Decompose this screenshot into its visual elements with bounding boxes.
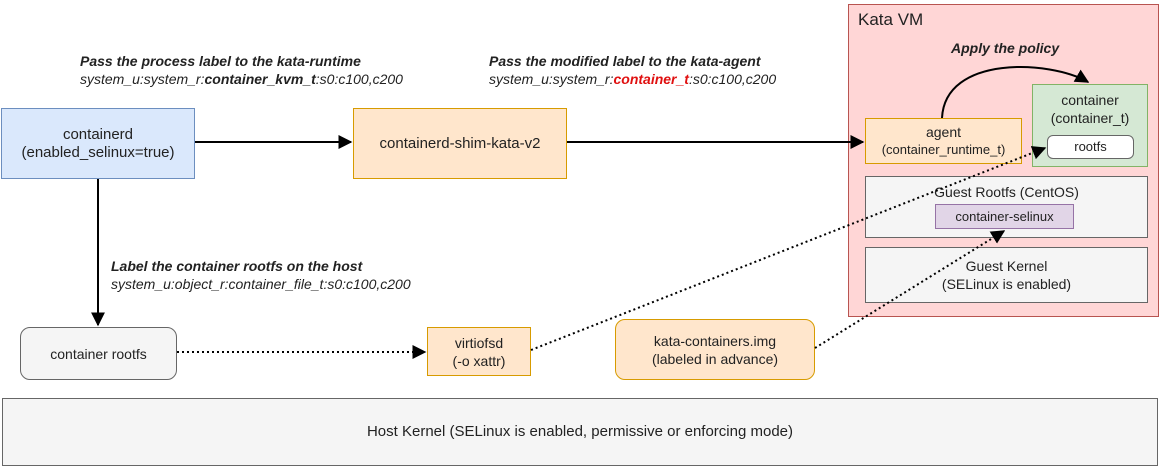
agent-annotation-heading: Pass the modified label to the kata-agen… — [489, 53, 761, 69]
guest-kernel-status: (SELinux is enabled) — [941, 276, 1072, 292]
virtiofsd-label: virtiofsd — [454, 334, 504, 351]
kata-img-node: kata-containers.img (labeled in advance) — [615, 319, 815, 380]
agent-annotation-context: system_u:system_r:container_t:s0:c100,c2… — [489, 70, 776, 88]
guest-kernel-label: Guest Kernel — [965, 258, 1048, 274]
guest-rootfs-label: Guest Rootfs (CentOS) — [934, 184, 1079, 200]
virtiofsd-node: virtiofsd (-o xattr) — [427, 327, 531, 376]
containerd-node: containerd (enabled_selinux=true) — [1, 108, 195, 179]
container-rootfs-label: container rootfs — [50, 345, 147, 362]
guest-rootfs-chip-label: rootfs — [1074, 139, 1107, 154]
containerd-option: (enabled_selinux=true) — [21, 143, 175, 161]
host-rootfs-annotation-context: system_u:object_r:container_file_t:s0:c1… — [111, 276, 411, 292]
container-rootfs-node: container rootfs — [20, 327, 177, 380]
kata-img-note: (labeled in advance) — [651, 350, 779, 367]
container-selinux-label: container-selinux — [955, 208, 1054, 224]
container-selinux-package: container-selinux — [935, 204, 1074, 229]
agent-context-suffix: :s0:c100,c200 — [688, 71, 777, 87]
shim-node: containerd-shim-kata-v2 — [353, 108, 567, 179]
host-kernel: Host Kernel (SELinux is enabled, permiss… — [2, 398, 1158, 466]
apply-policy-label: Apply the policy — [951, 40, 1060, 56]
agent-context: (container_runtime_t) — [881, 142, 1006, 157]
guest-kernel-node: Guest Kernel (SELinux is enabled) — [865, 247, 1148, 303]
runtime-annotation-context: system_u:system_r:container_kvm_t:s0:c10… — [80, 70, 403, 88]
agent-node: agent (container_runtime_t) — [865, 118, 1022, 164]
kata-vm-title: Kata VM — [858, 10, 924, 29]
runtime-context-prefix: system_u:system_r: — [80, 71, 205, 87]
shim-label: containerd-shim-kata-v2 — [379, 134, 541, 152]
agent-label-annotation: Pass the modified label to the kata-agen… — [489, 52, 776, 88]
host-rootfs-annotation-heading: Label the container rootfs on the host — [111, 258, 363, 274]
agent-label: agent — [925, 124, 962, 140]
runtime-annotation-heading: Pass the process label to the kata-runti… — [80, 53, 361, 69]
containerd-label: containerd — [62, 125, 134, 143]
host-kernel-label: Host Kernel (SELinux is enabled, permiss… — [366, 423, 794, 440]
agent-context-prefix: system_u:system_r: — [489, 71, 614, 87]
guest-container-label: container — [1061, 92, 1119, 108]
host-rootfs-annotation: Label the container rootfs on the host s… — [111, 257, 411, 293]
agent-context-type: container_t — [613, 71, 689, 87]
kata-img-label: kata-containers.img — [653, 332, 777, 349]
runtime-context-suffix: :s0:c100,c200 — [315, 71, 403, 87]
guest-container-context: (container_t) — [1050, 110, 1130, 126]
runtime-context-type: container_kvm_t — [204, 71, 316, 87]
virtiofsd-option: (-o xattr) — [452, 352, 506, 369]
guest-rootfs-chip: rootfs — [1047, 135, 1134, 159]
runtime-label-annotation: Pass the process label to the kata-runti… — [80, 52, 403, 88]
